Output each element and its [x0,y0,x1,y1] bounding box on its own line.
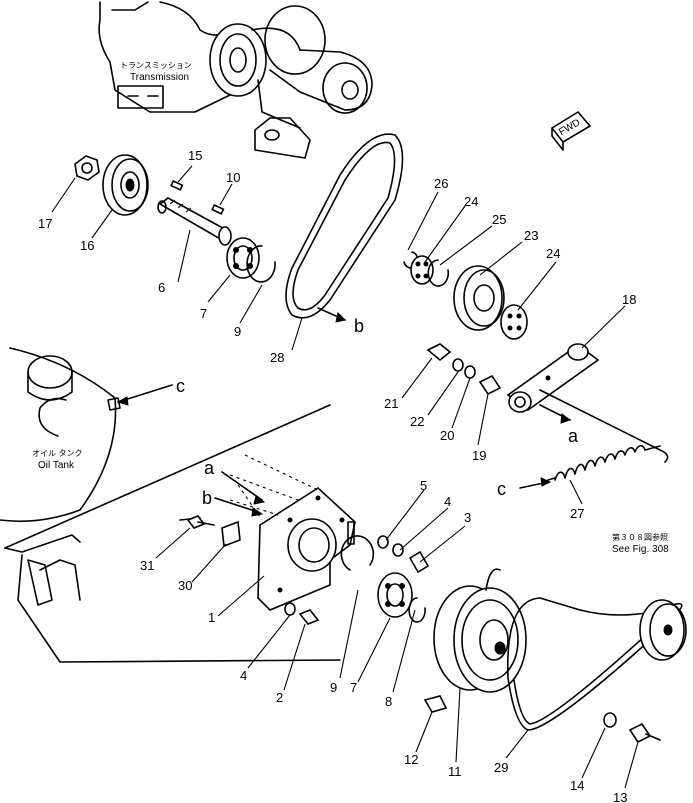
callout-16: 16 [80,238,94,253]
callout-11: 11 [448,764,462,779]
leader-lines [51,165,639,789]
callout-3: 3 [464,510,471,525]
letter-a-right: a [568,426,579,446]
lower-bearing-hardware [284,535,430,625]
callout-10: 10 [226,170,240,185]
belt-29-and-pulley [506,597,687,744]
callout-18: 18 [622,292,636,307]
transmission-jp-caption: トランスミッション [120,61,192,70]
callout-28: 28 [270,350,284,365]
oil-tank-caption: Oil Tank [38,460,75,471]
callout-numbers: 1 2 3 4 4 5 6 7 7 8 9 9 10 11 12 13 14 1… [38,148,636,803]
callout-22: 22 [410,414,424,429]
callout-23: 23 [524,228,538,243]
transmission-caption: Transmission [130,72,189,83]
callout-24-a: 24 [464,194,478,209]
callout-12: 12 [404,752,418,767]
frame-and-bracket [4,404,356,663]
callout-19: 19 [472,448,486,463]
callout-29: 29 [494,760,508,775]
callout-6: 6 [158,280,165,295]
callout-7-a: 7 [200,306,207,321]
clutch-11 [423,568,527,713]
see-fig-jp-caption: 第３０８図参照 [612,532,668,542]
callout-20: 20 [440,428,454,443]
letter-c-spring: c [497,479,506,499]
flow-letters: a a b b c c [176,316,579,508]
callout-31: 31 [140,558,154,573]
callout-24-b: 24 [546,246,560,261]
letter-c-tank: c [176,376,185,396]
callout-7-b: 7 [350,680,357,695]
transmission-housing: FWD [98,1,591,159]
callout-17: 17 [38,216,52,231]
callout-21: 21 [384,396,398,411]
callout-15: 15 [188,148,202,163]
oil-tank-jp-caption: オイル タンク [32,449,83,458]
letter-b-left: b [202,488,212,508]
callout-4-b: 4 [444,494,451,509]
oil-tank [0,347,121,522]
callout-13: 13 [613,790,627,803]
pulley-shaft-assembly [74,154,276,283]
callout-26: 26 [434,176,448,191]
tension-spring-27 [547,444,661,481]
v-belt-28 [285,133,404,319]
flow-arrows [116,307,572,517]
callout-2: 2 [276,690,283,705]
see-fig-caption: See Fig. 308 [612,544,669,555]
callout-30: 30 [178,578,192,593]
fwd-arrow-icon: FWD [551,111,591,151]
callout-4-a: 4 [240,668,247,683]
letter-a-left: a [204,458,215,478]
callout-25: 25 [492,212,506,227]
callout-9-a: 9 [234,324,241,339]
callout-5: 5 [420,478,427,493]
callout-8: 8 [385,694,392,709]
fwd-label: FWD [557,117,582,138]
callout-9-b: 9 [330,680,337,695]
idler-assembly [403,251,669,463]
letter-b-belt: b [354,316,364,336]
callout-1: 1 [208,610,215,625]
callout-14: 14 [570,778,584,793]
callout-27: 27 [570,506,584,521]
